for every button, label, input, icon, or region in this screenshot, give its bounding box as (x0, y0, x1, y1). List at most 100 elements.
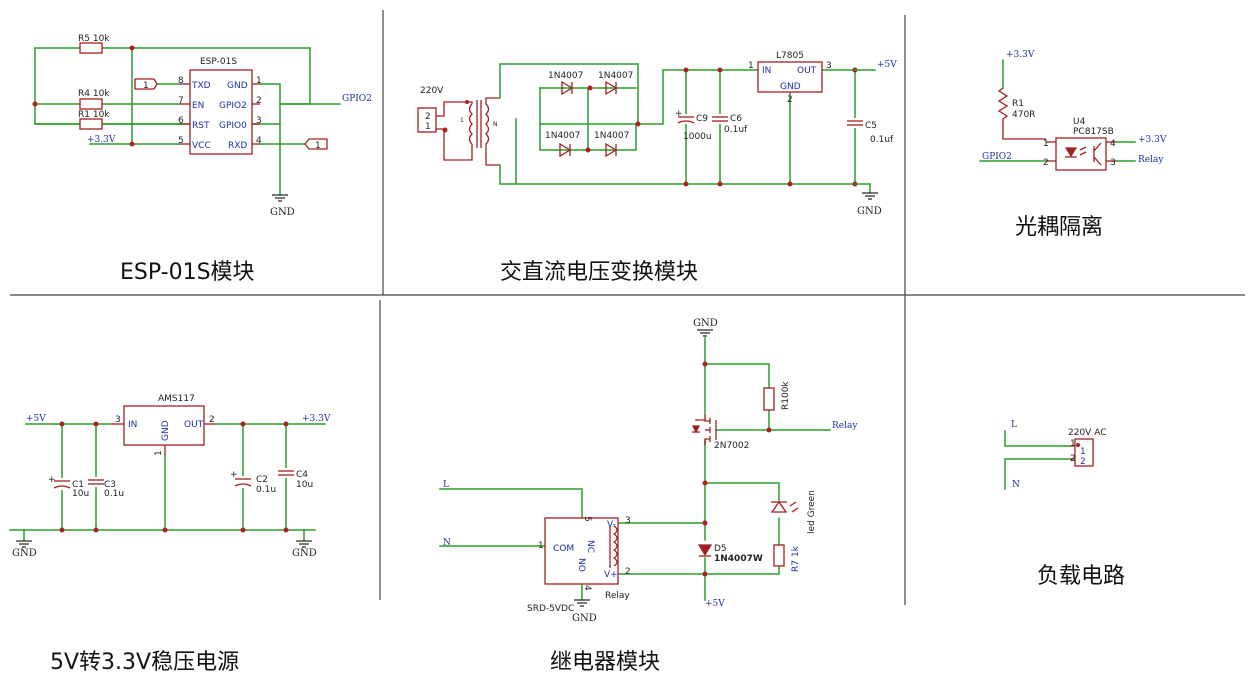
c2-plus: + (230, 470, 238, 480)
l7805-regulator (757, 61, 823, 93)
ldo-module: +5V +3.3V AMS117 IN OUT GND 3 2 1 + C1 1… (9, 394, 331, 675)
gnd-symbol (862, 192, 878, 200)
c9-plus: + (675, 109, 683, 119)
pin-gpio2-label: GPIO2 (219, 101, 247, 111)
gnd-symbol (16, 540, 32, 548)
xfmr-n-label: N (493, 121, 498, 128)
ldo-in-label: +5V (26, 414, 46, 424)
c6-value: 0.1uf (724, 125, 748, 135)
gnd-symbol (574, 599, 590, 607)
c6-name: C6 (730, 114, 742, 124)
input-220v-label: 220V (420, 86, 444, 96)
relay-pin3: 3 (625, 516, 631, 526)
r100k-resistor (763, 387, 775, 411)
ams1117-regulator (123, 405, 205, 446)
opto-pin1: 1 (1043, 139, 1049, 149)
rxd-connector-label: 1 (315, 141, 321, 151)
gnd-symbol (272, 194, 288, 202)
relay-com-label: COM (553, 544, 574, 554)
pin-en-label: EN (192, 101, 204, 111)
d2-label: 1N4007 (598, 71, 633, 81)
esp01s-chip-title: ESP-01S (200, 57, 237, 67)
gpio2-net-label: GPIO2 (342, 94, 372, 104)
c1-value: 10u (72, 489, 89, 499)
opto-part-label: PC817SB (1073, 127, 1114, 137)
d4-label: 1N4007 (594, 131, 629, 141)
esp01s-chip (189, 69, 253, 155)
ams1117-label: AMS117 (158, 394, 195, 404)
c3-name: C3 (104, 480, 116, 490)
capacitor-c6 (712, 114, 728, 124)
diode-d4 (605, 142, 618, 158)
pin-1-number: 1 (256, 76, 262, 86)
txd-connector-label: 1 (143, 81, 149, 91)
ac-input-connector (417, 107, 437, 133)
pin-rxd-label: RXD (228, 141, 247, 151)
esp01s-module: R5 10k R4 10k R1 10k ESP-01S TXD EN RST … (32, 34, 372, 285)
gnd-symbol (697, 329, 713, 337)
load-pin2: 2 (1070, 454, 1076, 464)
ldo-pin-in: IN (128, 420, 137, 430)
pin-8-number: 8 (178, 76, 184, 86)
relay-caption: 继电器模块 (550, 650, 660, 675)
load-conn-label: 220V AC (1068, 428, 1106, 438)
transformer: 1 N (460, 97, 500, 166)
pin-gpio0-label: GPIO0 (219, 121, 247, 131)
c3-value: 0.1u (104, 489, 124, 499)
c5-name: C5 (865, 121, 877, 131)
mosfet-2n7002 (692, 415, 717, 445)
pin-vcc-label: VCC (192, 141, 211, 151)
pin-4-number: 4 (256, 136, 262, 146)
gnd-label: GND (270, 207, 295, 218)
r1-label: R1 10k (78, 110, 110, 120)
reg-out-label: OUT (797, 66, 817, 76)
opto-vcc2-label: +3.3V (1138, 135, 1167, 145)
r1-resistor (79, 118, 103, 130)
ldo-pin3: 3 (115, 415, 121, 425)
diode-d2 (605, 80, 618, 96)
reg-pin3: 3 (826, 61, 832, 71)
r1-value: 470R (1012, 110, 1035, 120)
opto-caption: 光耦隔离 (1015, 215, 1103, 240)
relay-pin4: 4 (582, 585, 592, 591)
u4-label: U4 (1073, 117, 1086, 127)
capacitor-c9 (677, 114, 695, 124)
c2-value: 0.1u (256, 485, 276, 495)
load-n-label: N (1012, 480, 1020, 490)
load-l-label: L (1011, 420, 1017, 430)
conn-pin2: 2 (425, 112, 431, 122)
capacitor-c4 (278, 468, 294, 478)
r5-resistor (79, 42, 103, 54)
panel-separators (10, 10, 1245, 605)
relay-net-label: Relay (832, 421, 858, 431)
d1-label: 1N4007 (548, 71, 583, 81)
load-inner2: 2 (1080, 457, 1086, 467)
out-5v-label: +5V (877, 60, 897, 70)
acdc-caption: 交直流电压变换模块 (500, 260, 698, 285)
c2-name: C2 (256, 475, 268, 485)
capacitor-c2 (234, 476, 252, 488)
load-pin1: 1 (1070, 439, 1076, 449)
opto-vcc-label: +3.3V (1006, 50, 1035, 60)
d5-name: D5 (714, 544, 727, 554)
capacitor-c3 (88, 477, 104, 487)
ldo-pin-out: OUT (184, 420, 204, 430)
r7-resistor (773, 544, 785, 567)
opto-relay-label: Relay (1138, 155, 1164, 165)
c4-name: C4 (296, 470, 308, 480)
svg-text:1: 1 (460, 117, 464, 124)
acdc-module: 220V 2 1 1 N (417, 51, 897, 285)
pin-7-number: 7 (178, 96, 184, 106)
relay-n-label: N (443, 538, 451, 548)
relay-gnd-bottom-label: GND (572, 613, 597, 624)
gnd-symbol (296, 540, 312, 548)
c5-value: 0.1uf (870, 135, 894, 145)
opto-pin2: 2 (1043, 158, 1049, 168)
r1-resistor (997, 87, 1046, 140)
pin-txd-label: TXD (191, 81, 211, 91)
capacitor-c1 (53, 478, 71, 490)
ldo-caption: 5V转3.3V稳压电源 (50, 650, 239, 675)
txd-connector (134, 78, 158, 90)
opto-pin3: 3 (1110, 158, 1116, 168)
